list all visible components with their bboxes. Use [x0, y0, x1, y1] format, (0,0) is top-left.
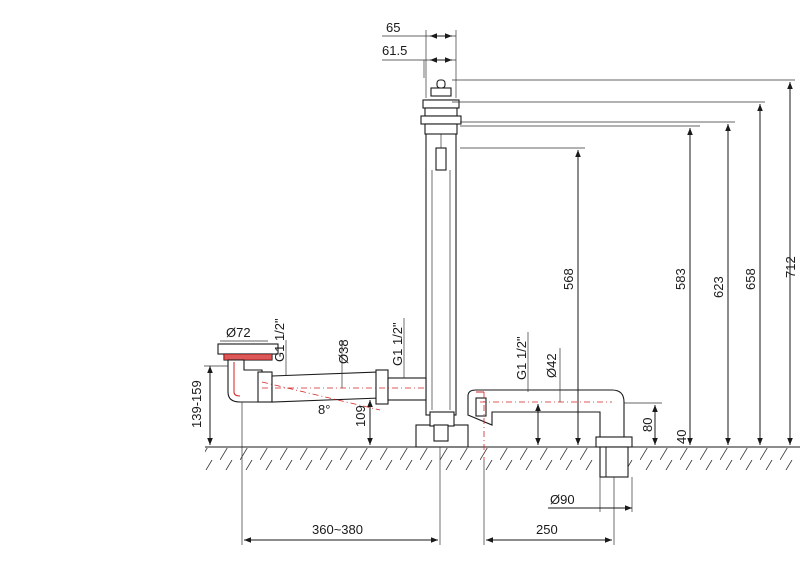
label-thread-mid: G1 1/2" — [390, 322, 405, 366]
right-outlet — [467, 389, 633, 478]
label-623: 623 — [711, 276, 726, 298]
label-65: 65 — [386, 20, 400, 35]
label-thread-right: G1 1/2" — [514, 336, 529, 380]
label-360-380: 360~380 — [312, 522, 363, 537]
label-712: 712 — [783, 256, 798, 278]
standpipe — [425, 99, 457, 416]
label-568: 568 — [561, 268, 576, 290]
label-80: 80 — [640, 418, 655, 432]
label-61-5: 61.5 — [382, 43, 407, 58]
label-angle: 8° — [318, 402, 330, 417]
label-40: 40 — [674, 430, 689, 444]
label-658: 658 — [743, 268, 758, 290]
label-250: 250 — [536, 522, 558, 537]
overflow-knob — [420, 79, 462, 135]
label-583: 583 — [673, 268, 688, 290]
base-body — [415, 411, 469, 448]
dimension-labels: 65 61.5 712 658 623 583 568 80 40 109 13… — [189, 20, 798, 537]
label-139-159: 139-159 — [189, 380, 204, 428]
label-dia90: Ø90 — [550, 492, 575, 507]
label-dia38: Ø38 — [336, 339, 351, 364]
label-dia42: Ø42 — [544, 353, 559, 378]
sloped-pipe — [261, 369, 427, 411]
label-thread-left: G1 1/2" — [272, 318, 287, 362]
label-109: 109 — [353, 405, 368, 427]
dimension-lines — [204, 30, 795, 545]
floor — [205, 446, 800, 470]
label-dia72: Ø72 — [226, 325, 251, 340]
left-drain — [217, 343, 279, 403]
